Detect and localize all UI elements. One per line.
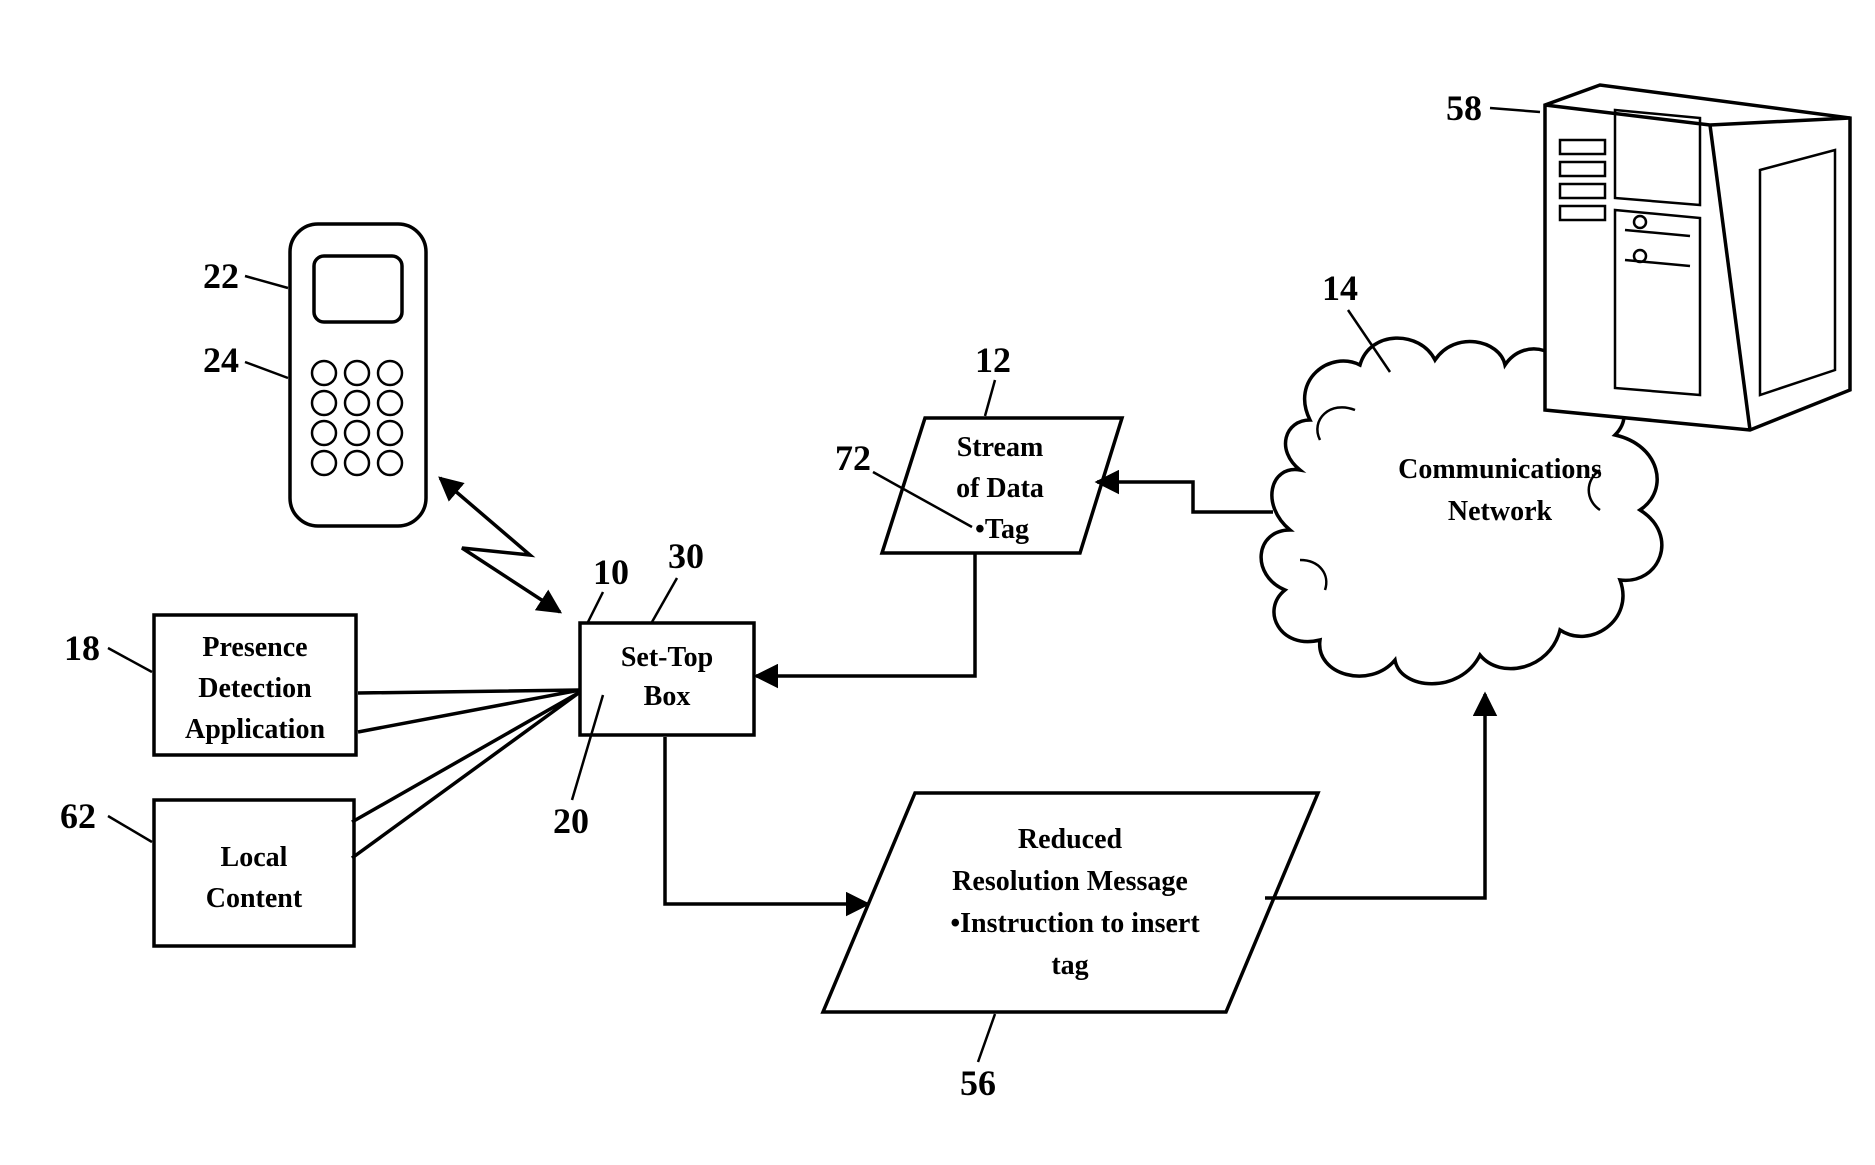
stb-to-message-arrow bbox=[665, 737, 868, 904]
ref-56: 56 bbox=[960, 1063, 996, 1103]
stream-label-2: of Data bbox=[956, 473, 1044, 504]
network-to-stream-arrow bbox=[1097, 482, 1273, 512]
message-label-3: •Instruction to insert bbox=[950, 908, 1200, 939]
ref-10: 10 bbox=[593, 552, 629, 592]
ref-30: 30 bbox=[668, 536, 704, 576]
ref-20: 20 bbox=[553, 801, 589, 841]
message-label-1: Reduced bbox=[1018, 824, 1123, 855]
ref-14: 14 bbox=[1322, 268, 1358, 308]
stream-label-3: •Tag bbox=[975, 514, 1029, 545]
leader-10 bbox=[588, 592, 603, 622]
ref-18: 18 bbox=[64, 628, 100, 668]
message-label-4: tag bbox=[1051, 950, 1088, 981]
stream-to-stb-arrow bbox=[756, 553, 975, 676]
local-content-box bbox=[154, 800, 354, 946]
presence-label-2: Detection bbox=[198, 673, 312, 704]
ref-24: 24 bbox=[203, 340, 239, 380]
wireless-link-arrow bbox=[440, 478, 560, 612]
ref-12: 12 bbox=[975, 340, 1011, 380]
network-label-2: Network bbox=[1448, 496, 1553, 527]
leader-22 bbox=[245, 276, 288, 288]
presence-label-1: Presence bbox=[202, 632, 307, 663]
set-top-box-label-2: Box bbox=[644, 681, 691, 712]
leader-18 bbox=[108, 648, 152, 672]
server-icon bbox=[1545, 85, 1850, 430]
ref-58: 58 bbox=[1446, 88, 1482, 128]
ref-22: 22 bbox=[203, 256, 239, 296]
set-top-box bbox=[580, 623, 754, 735]
presence-label-3: Application bbox=[185, 714, 325, 745]
network-label-1: Communications bbox=[1398, 454, 1602, 485]
ref-72: 72 bbox=[835, 438, 871, 478]
leader-58 bbox=[1490, 108, 1540, 112]
leader-30 bbox=[652, 578, 677, 622]
local-content-label-2: Content bbox=[206, 883, 303, 914]
stream-label-1: Stream bbox=[957, 432, 1044, 463]
mobile-phone-icon bbox=[290, 224, 426, 526]
local-content-label-1: Local bbox=[221, 842, 288, 873]
leader-62 bbox=[108, 816, 152, 842]
ref-62: 62 bbox=[60, 796, 96, 836]
set-top-box-label-1: Set-Top bbox=[621, 642, 713, 673]
storage-connectors bbox=[352, 690, 580, 858]
leader-56 bbox=[978, 1014, 995, 1062]
message-label-2: Resolution Message bbox=[952, 866, 1188, 897]
leader-24 bbox=[245, 362, 288, 378]
leader-12 bbox=[985, 380, 995, 416]
